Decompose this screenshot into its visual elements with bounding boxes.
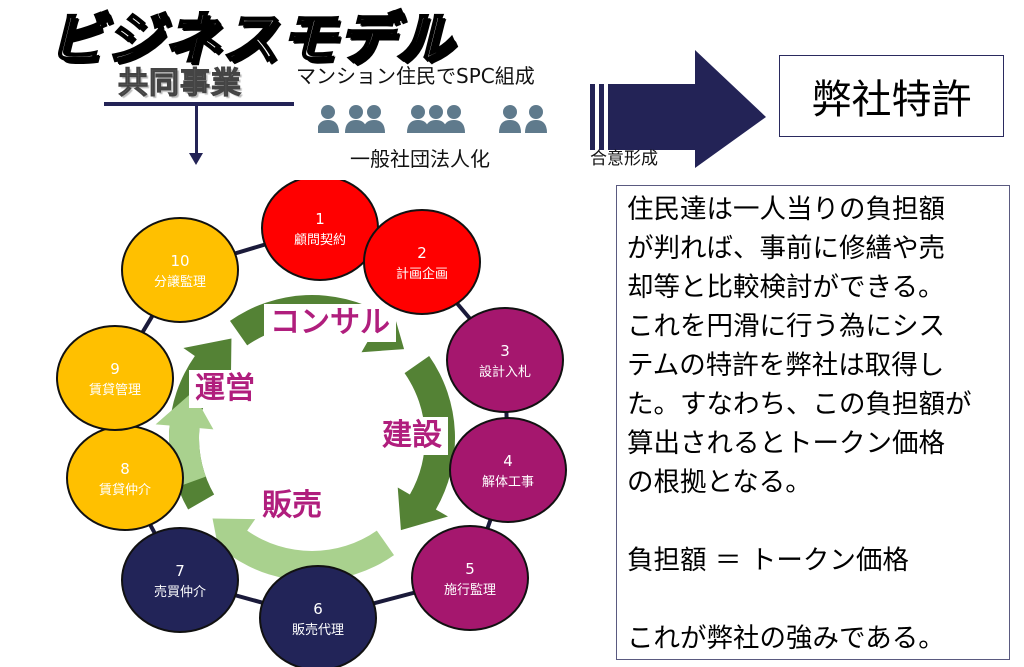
person-icon	[345, 105, 367, 133]
node-circle	[259, 565, 377, 667]
arrow-stripe	[599, 84, 604, 150]
page-title: ビジネスモデル	[47, 6, 454, 74]
cycle-node-4: 4 解体工事	[449, 417, 567, 523]
node-circle	[411, 525, 529, 631]
cycle-node-10: 10 分譲監理	[121, 217, 239, 323]
node-circle	[121, 217, 239, 323]
cycle-node-9: 9 賃貸管理	[56, 325, 174, 431]
cycle-node-2: 2 計画企画	[363, 209, 481, 315]
node-label: 計画企画	[396, 266, 448, 282]
person-icon	[525, 105, 547, 133]
joint-business-label: 共同事業	[118, 66, 242, 102]
node-label: 顧問契約	[294, 233, 346, 248]
arrow-stripe	[590, 84, 595, 150]
node-circle	[261, 180, 379, 281]
arrow-body	[608, 50, 766, 168]
corp-caption: 一般社団法人化	[350, 147, 490, 171]
description-line: 算出されるとトークン価格	[627, 428, 945, 459]
cycle-node-3: 3 設計入札	[446, 307, 564, 413]
node-number: 3	[500, 342, 510, 360]
consensus-arrow-icon	[590, 50, 766, 168]
node-circle	[449, 417, 567, 523]
node-label: 賃貸仲介	[99, 482, 151, 498]
cycle-arrow	[212, 518, 395, 581]
description-line: が判れば、事前に修繕や売	[627, 233, 945, 264]
equation-text: 負担額 ＝ トークン価格	[627, 545, 909, 576]
conclusion-text: これが弊社の強みである。	[627, 623, 945, 654]
patent-box: 弊社特許	[779, 55, 1004, 137]
node-circle	[363, 209, 481, 315]
node-number: 9	[110, 360, 120, 378]
node-label: 設計入札	[479, 364, 531, 380]
description-line: 却等と比較検討ができる。	[627, 272, 945, 303]
node-label: 賃貸管理	[89, 382, 141, 398]
phase-label: 建設	[382, 418, 442, 453]
person-icon	[407, 105, 429, 133]
description-line: これを円滑に行う為にシス	[627, 311, 945, 342]
cycle-node-6: 6 販売代理	[259, 565, 377, 667]
node-label: 施行監理	[444, 582, 496, 598]
cycle-node-7: 7 売買仲介	[121, 527, 239, 633]
connector-line	[104, 102, 294, 106]
node-label: 分譲監理	[154, 274, 206, 290]
spacer	[627, 580, 1009, 619]
connector-line-vertical	[195, 104, 198, 156]
description-line: テムの特許を弊社は取得し	[627, 350, 945, 381]
phase-label-bg	[264, 304, 396, 342]
cycle-node-1: 1 顧問契約	[261, 180, 379, 281]
node-label: 売買仲介	[154, 584, 206, 600]
phase-label-bg	[376, 417, 448, 455]
cycle-node-8: 8 賃貸仲介	[66, 425, 184, 531]
node-circle	[446, 307, 564, 413]
node-number: 8	[120, 460, 130, 478]
cycle-node-5: 5 施行監理	[411, 525, 529, 631]
down-arrow-icon	[189, 153, 203, 165]
node-number: 2	[417, 244, 427, 262]
consensus-label: 合意形成	[590, 149, 658, 169]
description-text: 住民達は一人当りの負担額が判れば、事前に修繕や売却等と比較検討ができる。これを円…	[627, 190, 1009, 502]
cycle-arrow	[155, 392, 214, 487]
description-line: 住民達は一人当りの負担額	[627, 194, 945, 225]
person-icon	[318, 105, 339, 133]
person-icon	[499, 105, 521, 133]
phase-label-bg	[256, 487, 328, 525]
description-line: た。すなわち、この負担額が	[627, 389, 972, 420]
node-number: 7	[175, 562, 185, 580]
description-line: の根拠となる。	[627, 467, 812, 498]
person-icon	[443, 105, 465, 133]
node-number: 10	[170, 252, 189, 270]
phase-label: コンサル	[270, 305, 390, 340]
person-icon	[363, 105, 385, 133]
person-icon	[425, 105, 447, 133]
node-circle	[121, 527, 239, 633]
node-number: 6	[313, 600, 323, 618]
node-number: 1	[315, 210, 325, 228]
phase-label-bg	[189, 370, 261, 408]
spc-caption: マンション住民でSPC組成	[296, 64, 535, 88]
node-circle	[66, 425, 184, 531]
node-number: 4	[503, 452, 513, 470]
spacer	[627, 502, 1009, 541]
node-circle	[56, 325, 174, 431]
residents-group	[318, 105, 547, 133]
node-label: 解体工事	[482, 475, 534, 490]
node-label: 販売代理	[292, 622, 344, 638]
phase-label: 販売	[262, 488, 322, 523]
node-number: 5	[465, 560, 475, 578]
phase-label: 運営	[195, 371, 255, 406]
description-box: 住民達は一人当りの負担額が判れば、事前に修繕や売却等と比較検討ができる。これを円…	[616, 185, 1010, 660]
